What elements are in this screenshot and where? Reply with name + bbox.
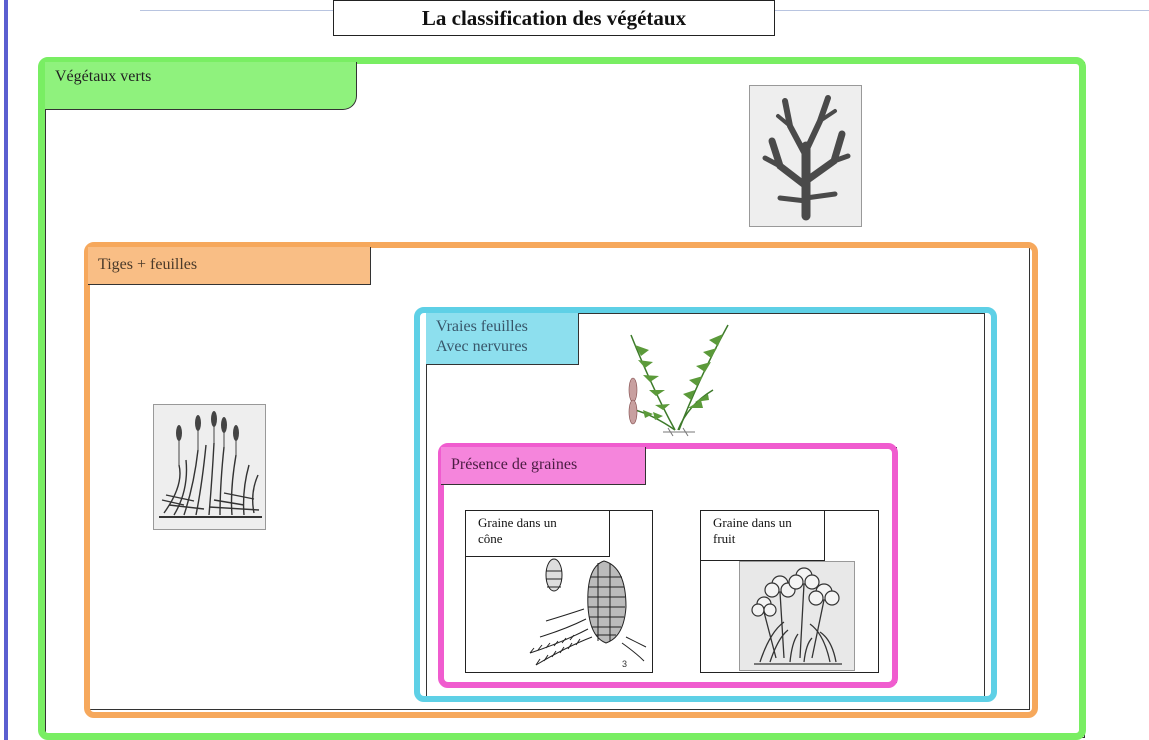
- svg-text:3: 3: [622, 659, 627, 669]
- flower-illustration: [739, 561, 855, 671]
- label-presence-graines: Présence de graines: [441, 447, 646, 485]
- algae-illustration: [749, 85, 862, 227]
- blue-highlight: [414, 307, 997, 702]
- orange-highlight: [84, 242, 1038, 718]
- label-vegetaux-verts: Végétaux verts: [45, 62, 357, 110]
- moss-illustration: [153, 404, 266, 530]
- label-vraies-feuilles: Vraies feuilles Avec nervures: [426, 313, 579, 365]
- cone-box: Graine dans un cône 3: [465, 510, 653, 673]
- page-title: La classification des végétaux: [333, 0, 775, 36]
- pink-highlight: [438, 443, 898, 688]
- flower-icon: [751, 567, 842, 665]
- fern-icon: [628, 324, 729, 437]
- label-tiges-feuilles: Tiges + feuilles: [88, 247, 371, 285]
- algae-icon: [762, 95, 851, 221]
- left-edge-bar: [4, 0, 8, 740]
- conifer-icon: 3: [529, 558, 647, 669]
- green-highlight: [38, 57, 1086, 740]
- label-graine-fruit: Graine dans un fruit: [701, 511, 825, 561]
- fruit-box: Graine dans un fruit: [700, 510, 879, 673]
- moss-icon: [159, 411, 262, 518]
- label-graine-cone: Graine dans un cône: [466, 511, 610, 557]
